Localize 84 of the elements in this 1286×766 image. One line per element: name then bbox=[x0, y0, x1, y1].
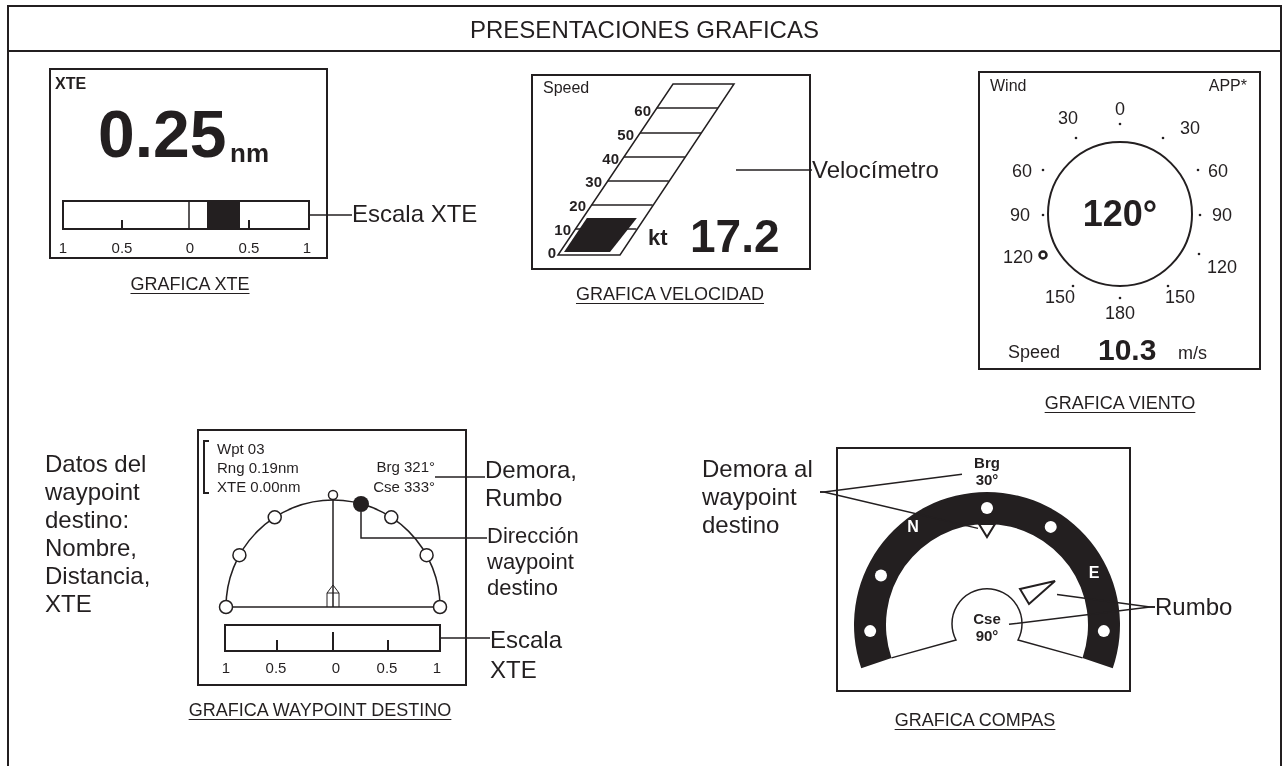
callout-label: Demora al waypoint destino bbox=[702, 455, 820, 541]
dial-number: 150 bbox=[1165, 288, 1195, 306]
scale-number: 1 bbox=[221, 659, 231, 675]
compass-letter: N bbox=[907, 519, 919, 535]
callout-label: Escala XTE bbox=[352, 199, 487, 229]
scale-number: 0.5 bbox=[238, 239, 260, 255]
xte-scale-bar bbox=[224, 624, 441, 652]
scale-number: 0 bbox=[185, 239, 195, 255]
readout-text: 120° bbox=[1082, 199, 1158, 229]
leader-line bbox=[434, 476, 486, 478]
scale-number: 60 bbox=[634, 102, 651, 118]
callout-label: Dirección waypoint destino bbox=[487, 523, 622, 607]
scale-number: 30 bbox=[585, 173, 602, 189]
dial-number: 120 bbox=[1003, 248, 1033, 266]
display-label: Speed bbox=[1008, 343, 1061, 361]
readout-text: Wpt 03 bbox=[217, 438, 266, 458]
callout-label: Rumbo bbox=[1155, 592, 1245, 624]
waypoint-display-panel bbox=[197, 429, 467, 686]
readout-text: Cse bbox=[972, 610, 1002, 627]
readout-text: 90° bbox=[974, 627, 1000, 644]
unit-text: kt bbox=[648, 227, 668, 249]
scale-number: 1 bbox=[432, 659, 442, 675]
readout-text: Rng 0.19nm bbox=[217, 457, 300, 477]
dial-number: 30 bbox=[1058, 109, 1078, 127]
readout-text: Cse 333° bbox=[372, 477, 435, 497]
compass-display-panel bbox=[836, 447, 1131, 692]
scale-number: 0 bbox=[547, 244, 556, 260]
unit-text: nm bbox=[230, 140, 269, 166]
xte-scale-bar bbox=[62, 200, 310, 230]
scale-number: 0.5 bbox=[111, 239, 133, 255]
scale-number: 0.5 bbox=[265, 659, 287, 675]
dial-number: 60 bbox=[1012, 162, 1032, 180]
caption-text: GRAFICA COMPAS bbox=[894, 711, 1056, 729]
unit-text: m/s bbox=[1178, 344, 1207, 362]
leader-line bbox=[440, 637, 491, 639]
caption-text: GRAFICA VELOCIDAD bbox=[576, 285, 764, 303]
course-pointer bbox=[1018, 578, 1057, 606]
display-label: APP* bbox=[1208, 78, 1247, 94]
display-label: Speed bbox=[543, 80, 590, 96]
leader-line bbox=[819, 491, 979, 530]
speed-display-panel bbox=[531, 74, 811, 270]
waypoint-dot bbox=[353, 496, 369, 512]
wind-display-panel bbox=[978, 71, 1261, 370]
title-text: PRESENTACIONES GRAFICAS bbox=[469, 16, 820, 44]
readout-text: XTE 0.00nm bbox=[217, 476, 302, 496]
dial-number: 30 bbox=[1180, 119, 1200, 137]
caption-text: GRAFICA VIENTO bbox=[1044, 394, 1196, 412]
leader-line bbox=[309, 214, 353, 216]
dial-number: 60 bbox=[1208, 162, 1228, 180]
callout-label: Demora, Rumbo bbox=[485, 456, 600, 514]
note-text: Datos del waypoint destino: Nombre, Distancia, XTE bbox=[45, 450, 152, 618]
dial-number: 90 bbox=[1010, 206, 1030, 224]
scale-number: 50 bbox=[617, 126, 634, 142]
dial-number: 90 bbox=[1212, 206, 1232, 224]
scale-number: 0 bbox=[331, 659, 341, 675]
dial-number: 120 bbox=[1207, 258, 1237, 276]
xte-display-panel bbox=[49, 68, 328, 259]
caption-text: GRAFICA WAYPOINT DESTINO bbox=[188, 701, 452, 719]
display-label: Wind bbox=[990, 78, 1027, 94]
scale-number: 1 bbox=[302, 239, 312, 255]
readout-text: Brg bbox=[973, 454, 1001, 471]
scale-number: 10 bbox=[554, 221, 571, 237]
leader-line bbox=[1008, 606, 1156, 626]
scale-number: 1 bbox=[58, 239, 68, 255]
dial-circle bbox=[1047, 141, 1193, 287]
display-label: XTE bbox=[55, 76, 87, 92]
readout-text: 30° bbox=[974, 471, 1000, 488]
callout-label: Escala XTE bbox=[490, 625, 580, 689]
caption-text: GRAFICA XTE bbox=[130, 275, 250, 293]
scale-number: 20 bbox=[569, 197, 586, 213]
callout-label: Velocímetro bbox=[812, 155, 972, 187]
reading-value: 0.25 bbox=[98, 101, 227, 167]
reading-value: 10.3 bbox=[1098, 335, 1157, 365]
leader-line bbox=[360, 511, 488, 539]
dial-number: 180 bbox=[1105, 304, 1135, 322]
compass-letter: E bbox=[1088, 565, 1100, 581]
dial-number: 150 bbox=[1045, 288, 1075, 306]
reading-value: 17.2 bbox=[690, 213, 780, 259]
scale-number: 0.5 bbox=[376, 659, 398, 675]
scale-number: 40 bbox=[602, 150, 619, 166]
dial-number: 0 bbox=[1115, 100, 1125, 118]
triangle-marker bbox=[978, 523, 996, 538]
leader-line bbox=[735, 169, 813, 171]
readout-text: Brg 321° bbox=[375, 457, 435, 477]
